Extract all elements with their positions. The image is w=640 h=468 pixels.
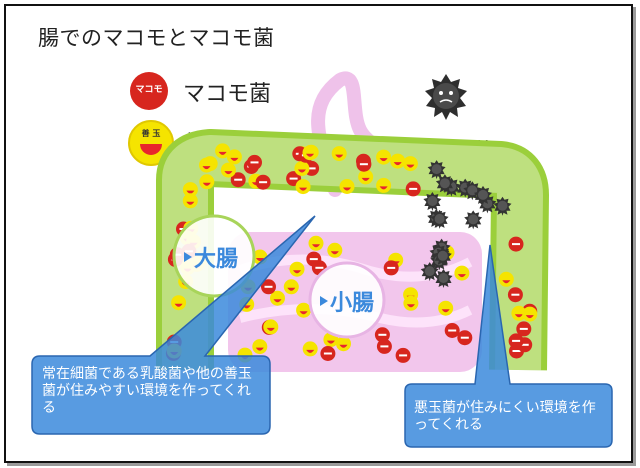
makomo-bacteria-icon xyxy=(255,174,271,190)
good-bacteria-icon xyxy=(331,146,347,162)
bad-bacteria-icon xyxy=(435,174,454,194)
makomo-bacteria-icon xyxy=(306,251,322,267)
good-bacteria-icon xyxy=(226,149,242,165)
good-bacteria-icon xyxy=(390,153,406,169)
bad-bacteria-icon xyxy=(474,185,492,205)
good-bacteria-icon xyxy=(402,156,418,172)
bad-bacteria-callout-text: 悪玉菌が住みにくい環境を作ってくれる xyxy=(414,400,596,433)
good-bacteria-icon xyxy=(283,279,299,295)
good-bacteria-icon xyxy=(522,306,538,322)
good-bacteria-icon xyxy=(182,182,198,198)
good-bacteria-icon xyxy=(263,319,279,335)
bad-bacteria-icon xyxy=(430,209,449,229)
good-bacteria-icon xyxy=(511,305,527,321)
makomo-bacteria-icon xyxy=(516,321,532,337)
good-bacteria-icon xyxy=(498,271,514,287)
good-bacteria-icon xyxy=(252,339,268,355)
good-bacteria-icon xyxy=(294,161,310,176)
good-bacteria-icon xyxy=(308,235,324,251)
good-bacteria-icon xyxy=(182,193,198,209)
good-bacteria-icon xyxy=(270,290,285,306)
good-bacteria-icon xyxy=(327,242,343,258)
makomo-bacteria-icon xyxy=(374,327,390,343)
good-bacteria-icon xyxy=(358,169,374,185)
makomo-bacteria-icon xyxy=(457,330,473,346)
good-bacteria-icon xyxy=(438,300,454,316)
large-intestine-label: 大腸 xyxy=(194,247,238,272)
makomo-bacteria-icon xyxy=(395,347,411,363)
small-intestine-label: 小腸 xyxy=(330,291,374,316)
small-intestine-label-circle xyxy=(308,261,386,339)
good-bacteria-icon xyxy=(376,149,392,165)
makomo-bacteria-icon xyxy=(376,338,392,354)
good-bacteria-icon xyxy=(302,341,318,357)
bad-bacteria-icon xyxy=(464,210,483,230)
good-bacteria-icon xyxy=(302,145,318,161)
smile-icon xyxy=(140,144,162,155)
bad-bacteria-icon xyxy=(427,160,446,180)
bad-bacteria-icon xyxy=(493,196,512,216)
makomo-bacteria-icon xyxy=(507,287,523,303)
bad-bacteria-legend-icon xyxy=(425,74,467,120)
good-bacteria-icon xyxy=(289,261,305,277)
pointer-arrow-icon xyxy=(184,252,192,262)
makomo-bacteria-icon xyxy=(405,181,421,197)
makomo-bacteria-icon xyxy=(320,346,336,361)
bad-bacteria-icon xyxy=(433,246,452,266)
good-bacteria-callout-bubble xyxy=(31,215,316,435)
good-bacteria-icon xyxy=(376,177,392,193)
makomo-bacteria-icon xyxy=(230,172,246,188)
large-intestine-wall xyxy=(156,129,549,371)
page-title: 腸でのマコモとマコモ菌 xyxy=(38,26,275,50)
large-intestine-label-circle xyxy=(172,214,256,298)
good-bacteria-icon xyxy=(336,336,351,352)
makomo-bacteria-icon xyxy=(356,156,372,172)
bad-bacteria-icon xyxy=(420,262,439,282)
makomo-bacteria-legend-icon: マコモ xyxy=(130,72,168,110)
good-bacteria-callout-text: 常在細菌である乳酸菌や他の善玉菌が住みやすい環境を作ってくれる xyxy=(42,366,252,416)
good-bacteria-icon xyxy=(199,157,214,173)
bad-bacteria-icon xyxy=(434,269,453,288)
makomo-bacteria-icon xyxy=(383,260,399,276)
makomo-bacteria-icon xyxy=(247,154,262,170)
good-bacteria-icon xyxy=(295,179,311,195)
makomo-bacteria-icon xyxy=(261,279,276,295)
good-bacteria-icon xyxy=(199,174,215,190)
makomo-bacteria-legend-label: マコモ菌 xyxy=(183,82,272,107)
good-bacteria-icon xyxy=(220,162,236,178)
makomo-bacteria-icon xyxy=(508,333,524,349)
pointer-arrow-icon xyxy=(320,296,328,306)
good-bacteria-icon xyxy=(296,302,312,318)
good-bacteria-icon xyxy=(171,295,187,311)
good-bacteria-icon xyxy=(339,179,355,194)
bad-bacteria-icon xyxy=(423,192,442,211)
bad-bacteria-callout-bubble xyxy=(404,244,613,448)
good-bacteria-icon xyxy=(215,143,231,159)
makomo-bacteria-icon xyxy=(444,323,460,338)
makomo-bacteria-icon xyxy=(508,236,524,252)
good-bacteria-icon xyxy=(403,295,419,311)
good-bacteria-icon xyxy=(454,265,470,281)
